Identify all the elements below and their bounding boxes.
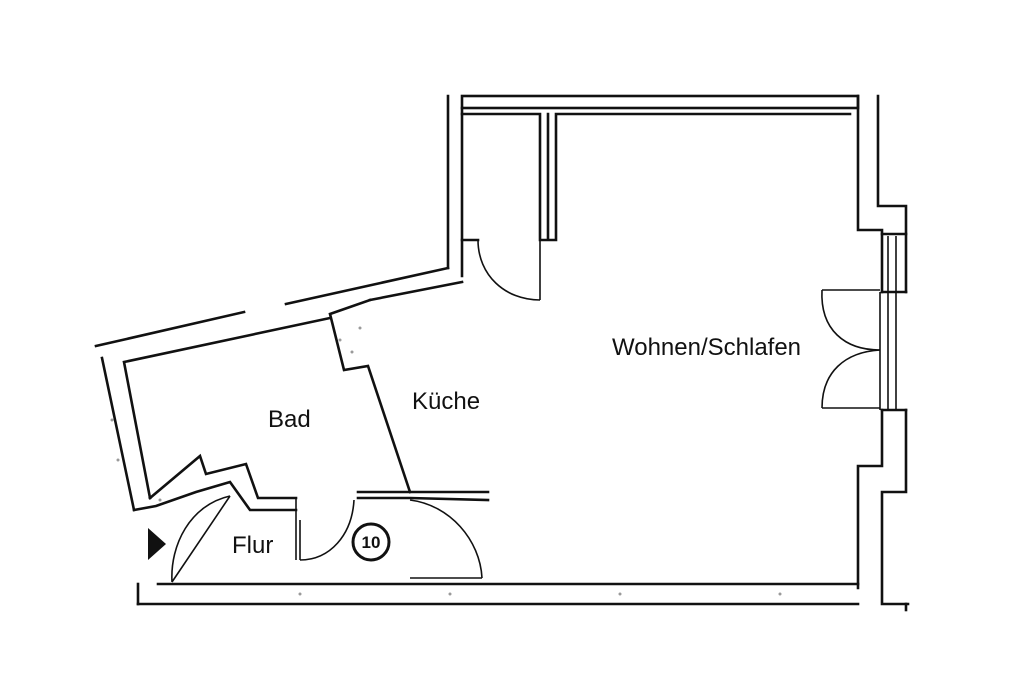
entrance-arrow-icon xyxy=(148,528,166,560)
kitchen-diagonal-wall xyxy=(94,266,464,512)
room-label-bath: Bad xyxy=(268,406,311,433)
unit-number-badge: 10 xyxy=(351,522,391,562)
kitchen-door-swing xyxy=(409,499,483,579)
storage-closet-walls xyxy=(460,112,852,242)
exterior-wall-bottom xyxy=(136,582,860,606)
bath-lower-wall xyxy=(132,453,490,512)
unit-number: 10 xyxy=(362,533,381,552)
room-label-kitchen: Küche xyxy=(412,388,481,415)
room-label-hall: Flur xyxy=(232,532,274,559)
entrance-door-swing xyxy=(171,495,231,583)
exterior-wall-right xyxy=(856,94,910,612)
wall-speckle xyxy=(110,326,782,596)
exterior-wall-top xyxy=(446,94,860,278)
closet-door-swing xyxy=(477,239,541,301)
room-label-living: Wohnen/Schlafen xyxy=(612,334,802,361)
bath-door-swing xyxy=(295,498,355,561)
window-door-swing xyxy=(821,289,881,410)
